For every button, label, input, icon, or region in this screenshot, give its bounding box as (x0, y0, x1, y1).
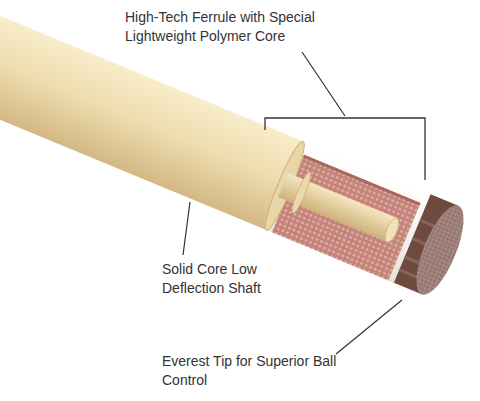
leader-line (183, 202, 190, 255)
callout-label: Solid Core Low Deflection Shaft (162, 260, 292, 298)
leader-line (302, 52, 345, 116)
tenon-end (382, 216, 401, 244)
tip-face (407, 200, 473, 301)
callout-label: Everest Tip for Superior Ball Control (162, 352, 340, 390)
cue-shaft-drawing (0, 0, 473, 300)
callout-label: High-Tech Ferrule with Special Lightweig… (125, 8, 340, 46)
ferrule-bracket (265, 118, 425, 180)
tenon-shoulder (289, 171, 313, 215)
leader-line (336, 300, 402, 354)
